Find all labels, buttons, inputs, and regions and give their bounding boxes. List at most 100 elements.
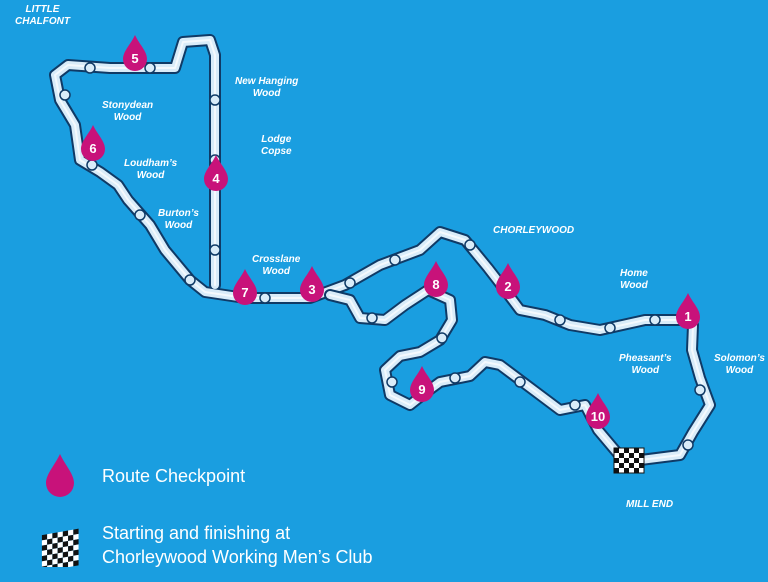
route-joint <box>604 322 616 334</box>
place-label-line: CHALFONT <box>15 16 70 27</box>
legend-start-line2: Chorleywood Working Men’s Club <box>102 547 373 567</box>
route-joint <box>514 376 526 388</box>
route-joint <box>344 277 356 289</box>
place-label-line: Home <box>620 268 648 279</box>
place-label-line: Wood <box>631 365 660 376</box>
place-label-line: Wood <box>252 88 281 99</box>
place-label-line: Crosslane <box>252 254 301 265</box>
route-joint <box>389 254 401 266</box>
place-label-line: Wood <box>136 170 165 181</box>
route-joint <box>84 62 96 74</box>
route-joint <box>464 239 476 251</box>
checkpoint-number: 2 <box>504 279 511 294</box>
route-joint <box>184 274 196 286</box>
drop-marker-icon <box>496 263 520 299</box>
checkpoint-8: 8 <box>424 261 448 297</box>
route-joint <box>209 244 221 256</box>
route-joint <box>682 439 694 451</box>
place-label-line: Loudham’s <box>124 158 178 169</box>
route-joint <box>554 314 566 326</box>
route-joint <box>649 314 661 326</box>
drop-marker-icon <box>410 366 434 402</box>
legend-start-finish-text: Starting and finishing at Chorleywood Wo… <box>102 521 372 569</box>
checkpoint-number: 3 <box>308 282 315 297</box>
checkered-flag-icon <box>40 523 80 567</box>
drop-marker-icon <box>586 393 610 429</box>
route-joint <box>209 94 221 106</box>
place-label-line: Wood <box>620 280 648 291</box>
checkpoint-10: 10 <box>586 393 610 429</box>
checkpoint-number: 6 <box>89 141 96 156</box>
checkpoint-number: 8 <box>432 277 439 292</box>
place-label-line: MILL END <box>626 499 674 510</box>
checkpoint-9: 9 <box>410 366 434 402</box>
checkpoint-5: 5 <box>123 35 147 71</box>
checkpoint-number: 10 <box>591 409 605 424</box>
route-joint <box>366 312 378 324</box>
route-joint <box>694 384 706 396</box>
checkpoint-7: 7 <box>233 269 257 305</box>
place-label-line: Pheasant’s <box>619 353 672 364</box>
checkpoint-number: 5 <box>131 51 138 66</box>
route-joint <box>436 332 448 344</box>
checkpoint-markers: 1 2 3 4 5 6 7 8 9 10 <box>81 35 700 429</box>
route-outline <box>49 34 716 468</box>
place-label-line: CHORLEYWOOD <box>493 225 575 236</box>
drop-marker-icon <box>233 269 257 305</box>
route-line <box>51 36 714 466</box>
route-joint <box>86 159 98 171</box>
place-label-line: New Hanging <box>235 76 299 87</box>
checkpoint-number: 1 <box>684 309 691 324</box>
drop-marker-icon <box>676 293 700 329</box>
legend-checkpoint-label: Route Checkpoint <box>102 466 246 486</box>
place-label-line: Burton’s <box>158 208 199 219</box>
drop-marker-icon <box>424 261 448 297</box>
route-joint <box>144 62 156 74</box>
route-joint <box>134 209 146 221</box>
place-label-line: Wood <box>113 112 142 123</box>
place-label-line: Wood <box>262 266 290 277</box>
place-label-line: Wood <box>164 220 193 231</box>
start-finish-flag-icon <box>613 447 645 474</box>
route-path <box>49 34 716 468</box>
checkpoint-1: 1 <box>676 293 700 329</box>
place-chorleywood: CHORLEYWOOD <box>493 225 574 237</box>
drop-marker-icon <box>123 35 147 71</box>
route-highlight <box>54 39 711 463</box>
route-joints <box>59 62 706 451</box>
place-label-line: Copse <box>261 146 292 157</box>
place-label-line: Stonydean <box>102 100 154 111</box>
place-label-line: LITTLE <box>25 4 60 15</box>
checkpoint-4: 4 <box>204 155 228 191</box>
drop-marker-icon <box>300 266 324 302</box>
route-joint <box>449 372 461 384</box>
place-label-line: Solomon’s <box>714 353 765 364</box>
route-joint <box>569 399 581 411</box>
checkpoint-2: 2 <box>496 263 520 299</box>
place-mill-end: MILL END <box>626 499 673 511</box>
legend-start-line1: Starting and finishing at <box>102 523 291 543</box>
checkpoint-number: 7 <box>241 285 248 300</box>
route-joint <box>59 89 71 101</box>
legend-checkpoint: Route Checkpoint <box>40 452 245 500</box>
legend-start-finish: Starting and finishing at Chorleywood Wo… <box>40 521 372 569</box>
checkpoint-number: 4 <box>212 171 220 186</box>
checkpoint-3: 3 <box>300 266 324 302</box>
place-label-line: Lodge <box>261 134 292 145</box>
drop-marker-icon <box>40 452 80 500</box>
drop-marker-icon <box>81 125 105 161</box>
checkpoint-number: 9 <box>418 382 425 397</box>
drop-marker-icon <box>204 155 228 191</box>
checkpoint-6: 6 <box>81 125 105 161</box>
route-joint <box>386 376 398 388</box>
